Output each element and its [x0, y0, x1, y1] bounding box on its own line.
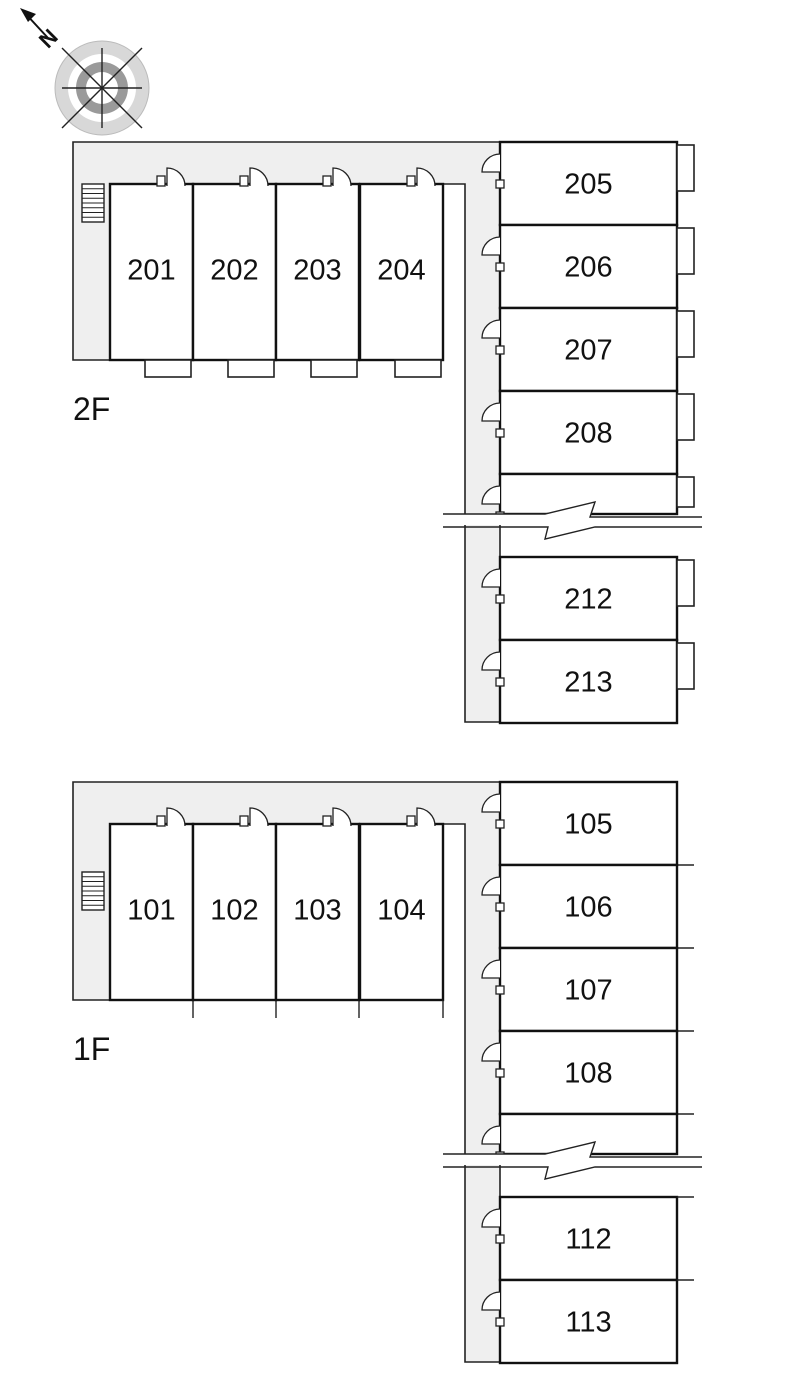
door-swing-icon	[481, 959, 505, 995]
room-107: 107	[481, 946, 694, 1033]
room-106: 106	[481, 863, 694, 950]
door-swing-icon	[481, 402, 505, 438]
balcony-icon	[310, 359, 358, 378]
room-213: 213	[481, 638, 695, 725]
room-113: 113	[481, 1278, 694, 1365]
room-207: 207	[481, 306, 695, 393]
balcony-icon	[676, 393, 695, 441]
door-swing-icon	[481, 793, 505, 829]
stairs-icon	[81, 183, 105, 223]
door-swing-icon	[481, 568, 505, 604]
room-108: 108	[481, 1029, 694, 1116]
room-number: 213	[564, 667, 612, 699]
room-number: 103	[293, 895, 341, 927]
room-104: 104	[358, 807, 445, 1018]
break-line-icon	[443, 500, 702, 540]
floor-label: 2F	[73, 391, 110, 427]
door-swing-icon	[481, 1208, 505, 1244]
room-201: 201	[108, 167, 195, 378]
room-number: 202	[210, 255, 258, 287]
door-swing-icon	[322, 167, 352, 187]
room-number: 104	[377, 895, 425, 927]
room-number: 204	[377, 255, 425, 287]
door-swing-icon	[239, 807, 269, 827]
door-swing-icon	[322, 807, 352, 827]
room-105: 105	[481, 780, 694, 867]
room-number: 107	[564, 975, 612, 1007]
room-number: 201	[127, 255, 175, 287]
door-swing-icon	[156, 807, 186, 827]
door-swing-icon	[481, 153, 505, 189]
room-number: 108	[564, 1058, 612, 1090]
floor-2f: 201 202 203 204 205 206 207 208 212 213 2F	[72, 140, 702, 725]
room-102: 102	[191, 807, 278, 1018]
room-208: 208	[481, 389, 695, 476]
balcony-icon	[676, 310, 695, 358]
room-212: 212	[481, 555, 695, 642]
room-205: 205	[481, 140, 695, 227]
room-number: 106	[564, 892, 612, 924]
balcony-icon	[394, 359, 442, 378]
door-swing-icon	[406, 807, 436, 827]
door-swing-icon	[156, 167, 186, 187]
room-112: 112	[481, 1195, 694, 1282]
room-number: 101	[127, 895, 175, 927]
room-number: 208	[564, 418, 612, 450]
door-swing-icon	[239, 167, 269, 187]
door-swing-icon	[406, 167, 436, 187]
room-number: 207	[564, 335, 612, 367]
room-204: 204	[358, 167, 445, 378]
room-203: 203	[274, 167, 361, 378]
balcony-icon	[676, 559, 695, 607]
door-swing-icon	[481, 1042, 505, 1078]
room-206: 206	[481, 223, 695, 310]
balcony-icon	[676, 144, 695, 192]
door-swing-icon	[481, 651, 505, 687]
room-number: 102	[210, 895, 258, 927]
stairs-icon	[81, 871, 105, 911]
break-line-icon	[443, 1140, 702, 1180]
room-number: 205	[564, 169, 612, 201]
room-number: 113	[565, 1307, 611, 1339]
room-number: 105	[564, 809, 612, 841]
room-number: 212	[564, 584, 612, 616]
balcony-icon	[227, 359, 275, 378]
room-101: 101	[108, 807, 195, 1018]
door-swing-icon	[481, 319, 505, 355]
door-swing-icon	[481, 1291, 505, 1327]
room-202: 202	[191, 167, 278, 378]
north-arrow-compass-icon	[20, 8, 150, 136]
room-103: 103	[274, 807, 361, 1018]
door-swing-icon	[481, 876, 505, 912]
room-number: 206	[564, 252, 612, 284]
balcony-icon	[144, 359, 192, 378]
balcony-icon	[676, 227, 695, 275]
room-number: 203	[293, 255, 341, 287]
door-swing-icon	[481, 236, 505, 272]
room-number: 112	[565, 1224, 611, 1256]
balcony-icon	[676, 642, 695, 690]
floor-label: 1F	[73, 1031, 110, 1067]
floor-1f: 101 102 103 104 105 106 107 108 112 113 1F	[72, 780, 702, 1365]
